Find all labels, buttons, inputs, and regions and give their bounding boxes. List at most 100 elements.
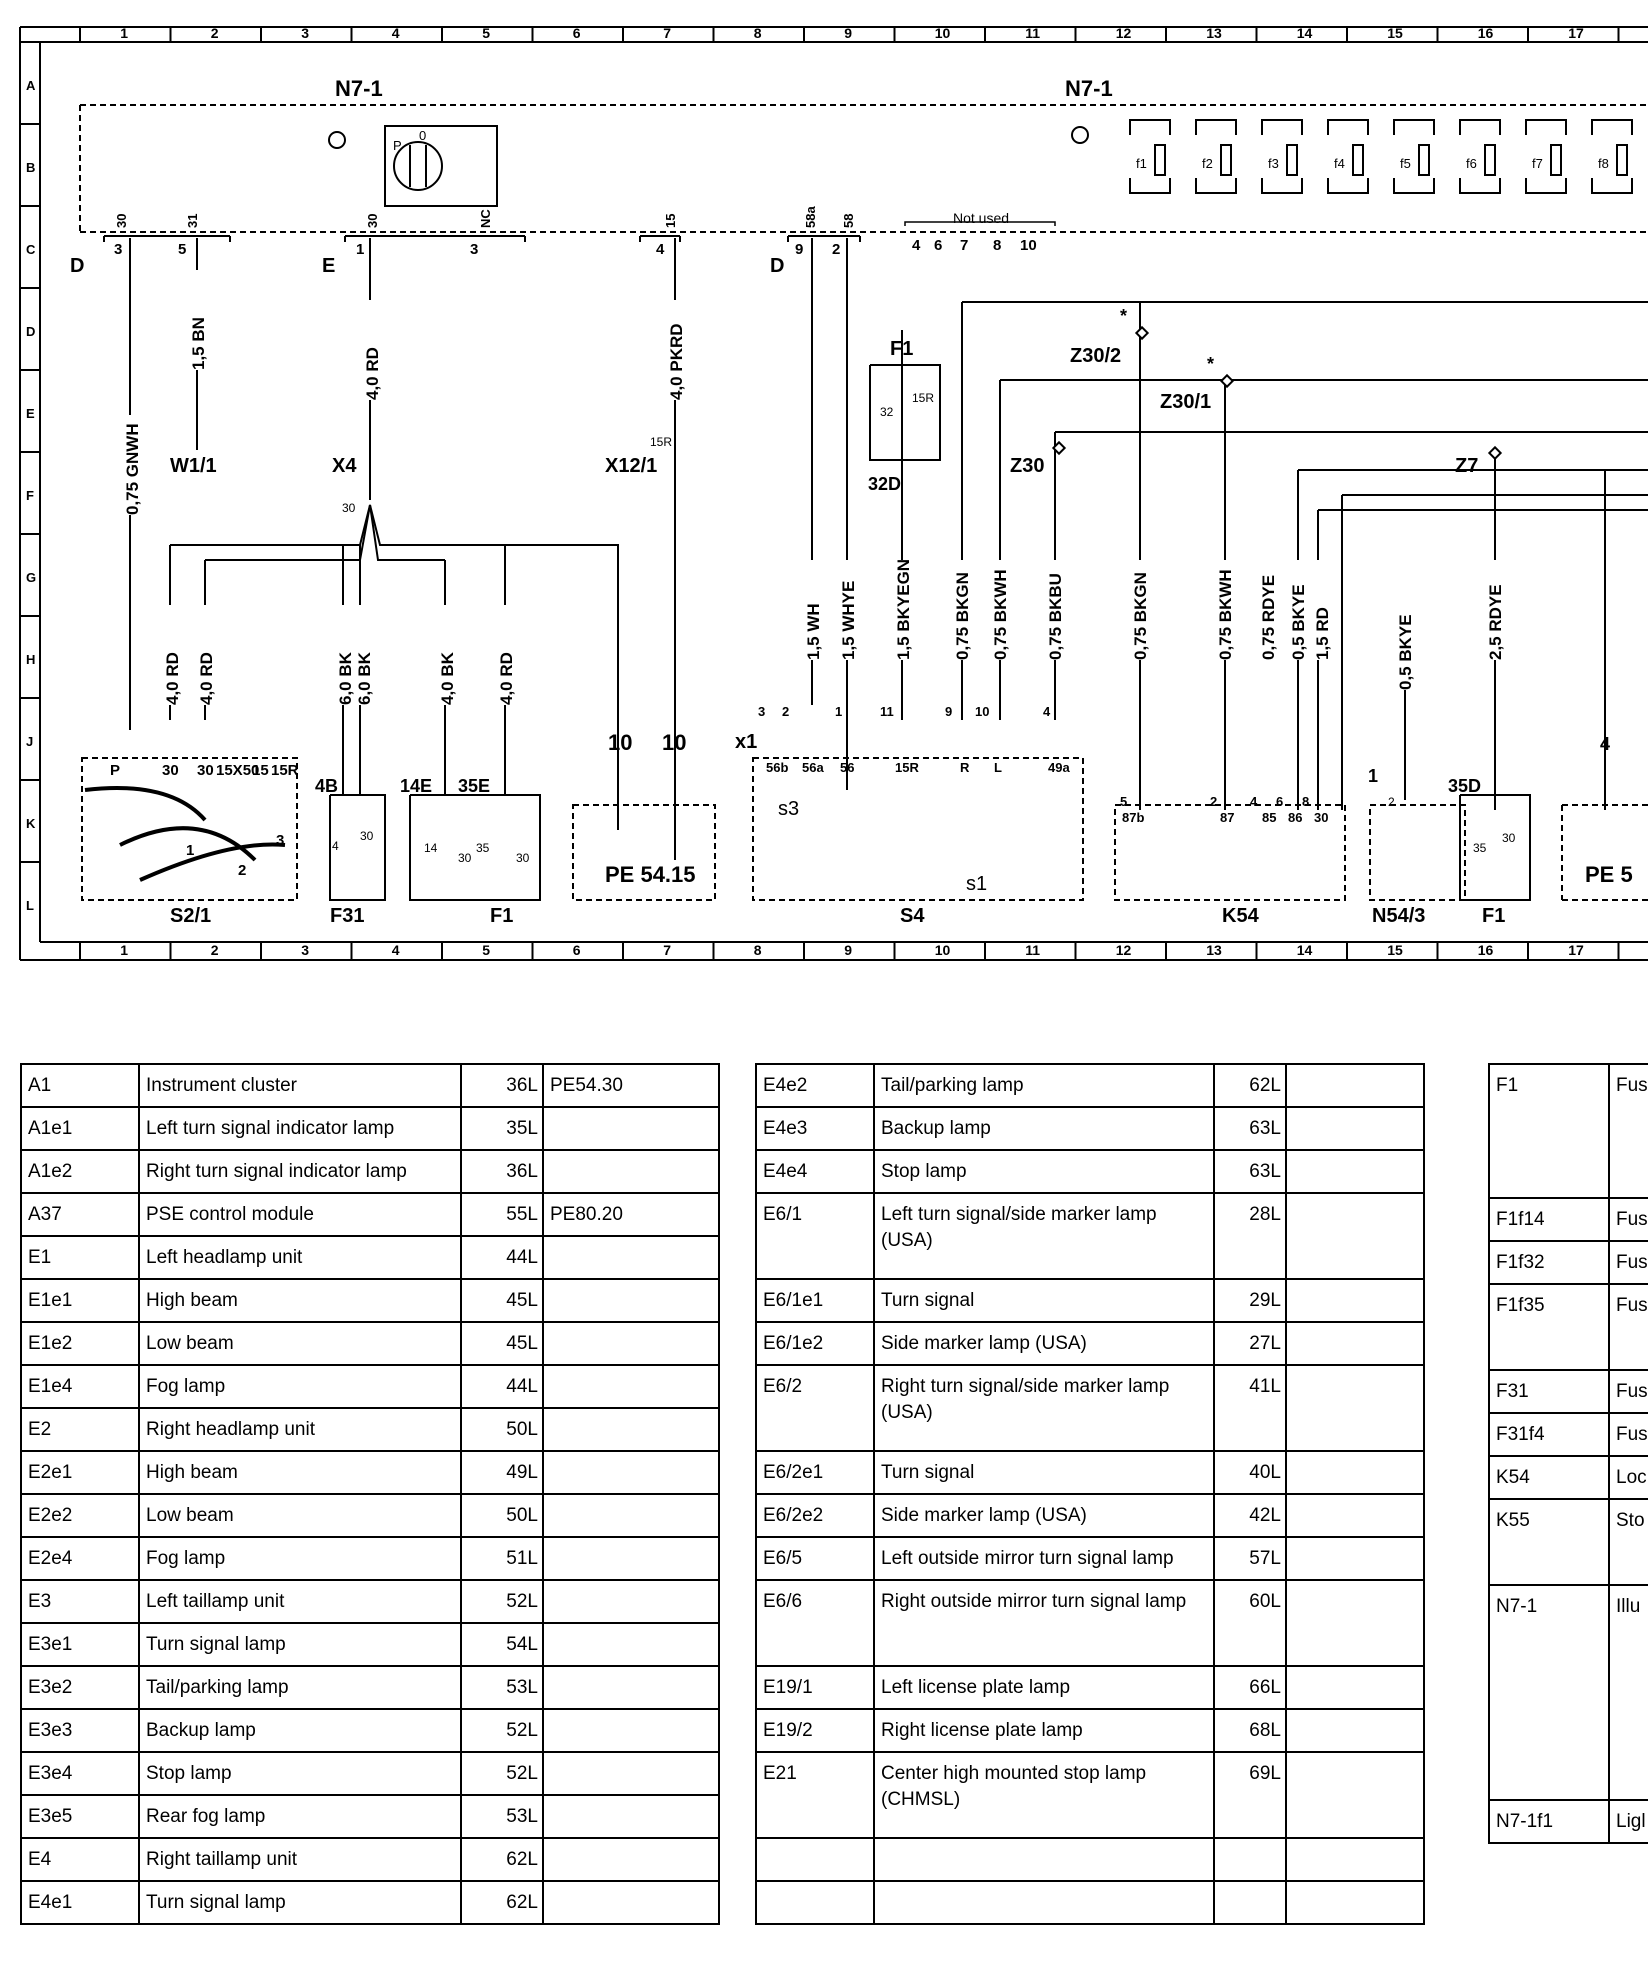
component-code: E6/1e2 — [755, 1321, 875, 1366]
pin-label: 15 — [663, 214, 678, 228]
ground-label: D — [770, 255, 784, 277]
n7-1-connectors — [103, 235, 861, 242]
pe-reference: PE 5 — [1585, 862, 1633, 887]
grid-column-label: 17 — [1568, 25, 1584, 41]
wire-label-background — [437, 605, 457, 705]
component-description: PSE control module — [138, 1192, 462, 1237]
component-description: Fog lamp — [138, 1364, 462, 1409]
location-code: 62L — [1213, 1063, 1287, 1108]
pin-label: 15R — [271, 762, 299, 779]
component-description: Backup lamp — [873, 1106, 1215, 1151]
fuse-outline — [1525, 119, 1567, 194]
component-n54-3: N54/3 — [1372, 905, 1425, 927]
location-code: 50L — [460, 1493, 544, 1538]
location-code — [1213, 1837, 1287, 1882]
component-description: Left taillamp unit — [138, 1579, 462, 1624]
location-code: 42L — [1213, 1493, 1287, 1538]
component-code: E4e4 — [755, 1149, 875, 1194]
component-description: Left headlamp unit — [138, 1235, 462, 1280]
grid-row-label: F — [26, 488, 34, 503]
fuse-label: f1 — [1136, 156, 1147, 171]
reference — [1285, 1837, 1425, 1882]
component-code: F1f32 — [1488, 1240, 1610, 1285]
grid-column-label: 12 — [1116, 942, 1132, 958]
fuse-outline — [1129, 119, 1171, 194]
wire-label-background — [162, 605, 182, 705]
grid-row-label: A — [26, 78, 36, 93]
reference: PE80.20 — [542, 1192, 720, 1237]
wire-label: 0,75 BKGN — [1131, 572, 1150, 660]
wire-label-background — [122, 415, 142, 515]
grid-column-label: 3 — [301, 25, 309, 41]
pin-number: 10 — [1020, 237, 1037, 254]
component-f31: F31 — [330, 905, 364, 927]
component-code: F1 — [1488, 1063, 1610, 1199]
component-code: E1e1 — [20, 1278, 140, 1323]
component-description: Right taillamp unit — [138, 1837, 462, 1882]
reference — [1285, 1751, 1425, 1839]
reference — [542, 1665, 720, 1710]
pin-label: 58a — [803, 206, 818, 228]
location-code: 57L — [1213, 1536, 1287, 1581]
pin-label: 86 — [1288, 810, 1302, 825]
grid-ticks — [20, 27, 1620, 960]
pin-number: 1 — [356, 241, 364, 258]
wire-label-background — [1312, 560, 1332, 660]
component-description: Turn signal lamp — [138, 1880, 462, 1925]
pin-label: 14E — [400, 776, 432, 796]
wires — [129, 238, 1648, 860]
component-description: Fus — [1608, 1197, 1648, 1242]
pin-label: 1 — [186, 842, 194, 859]
reference — [542, 1364, 720, 1409]
light-switch-label: P — [393, 138, 402, 153]
component-description: Stop lamp — [873, 1149, 1215, 1194]
wire-label-background — [803, 560, 823, 660]
location-code: 53L — [460, 1794, 544, 1839]
location-code: 44L — [460, 1235, 544, 1280]
grid-column-label: 16 — [1478, 25, 1494, 41]
wire-label: 4,0 RD — [497, 652, 516, 705]
reference — [542, 1622, 720, 1667]
component-description: Left turn signal indicator lamp — [138, 1106, 462, 1151]
fuse-outline — [1591, 119, 1633, 194]
component-z30-1: Z30/1 — [1160, 391, 1211, 413]
location-code: 60L — [1213, 1579, 1287, 1667]
pin-number: 3 — [114, 241, 122, 258]
not-used-label: Not used — [953, 210, 1009, 226]
component-description: Right outside mirror turn signal lamp — [873, 1579, 1215, 1667]
component-code: E6/5 — [755, 1536, 875, 1581]
s4-switches: s3 s1 — [778, 798, 987, 895]
component-description: Ligl — [1608, 1799, 1648, 1844]
grid-column-label: 3 — [301, 942, 309, 958]
component-description: Left outside mirror turn signal lamp — [873, 1536, 1215, 1581]
component-w1-1: W1/1 — [170, 455, 217, 477]
component-code: F1f35 — [1488, 1283, 1610, 1371]
component-code: E1 — [20, 1235, 140, 1280]
grid-column-label: 13 — [1206, 25, 1222, 41]
pin-label: 56 — [840, 760, 854, 775]
reference — [1285, 1063, 1425, 1108]
pin-label: 15R — [650, 435, 672, 449]
component-code: E3 — [20, 1579, 140, 1624]
component-description: Stop lamp — [138, 1751, 462, 1796]
component-description: Right turn signal/side marker lamp (USA) — [873, 1364, 1215, 1452]
reference — [542, 1149, 720, 1194]
wire-label-background — [1130, 560, 1150, 660]
reference — [1285, 1536, 1425, 1581]
wire-label: 4,0 RD — [363, 347, 382, 400]
wire-label: 0,75 GNWH — [123, 423, 142, 515]
component-s4: S4 — [900, 905, 925, 927]
